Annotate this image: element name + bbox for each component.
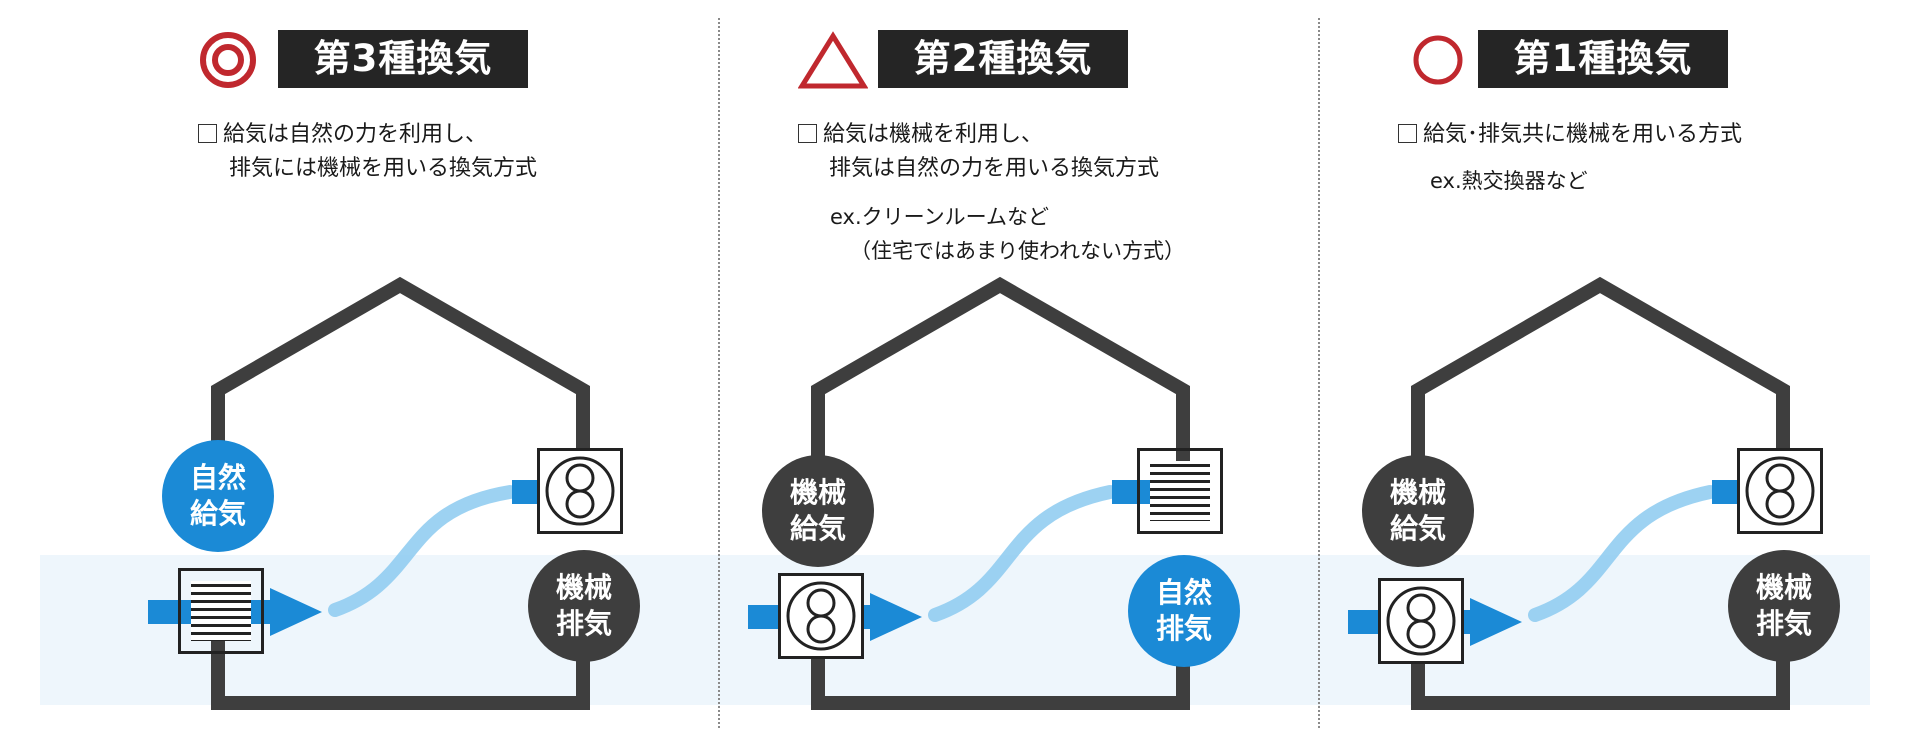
double-circle-icon <box>200 32 256 88</box>
exhaust-label-badge: 機械排気 <box>1728 550 1840 662</box>
light-blue-floor-band <box>40 555 1870 705</box>
example-text: ex.熱交換器など <box>1430 164 1588 198</box>
fan-vent-icon <box>537 448 623 534</box>
exhaust-label-badge: 自然排気 <box>1128 555 1240 667</box>
panel-divider <box>1318 18 1320 728</box>
panel-title: 第1種換気 <box>1478 30 1728 88</box>
panel-title: 第2種換気 <box>878 30 1128 88</box>
grille-vent-icon <box>1137 448 1223 534</box>
panel-description: 給気･排気共に機械を用いる方式 <box>1398 118 1742 152</box>
fan-vent-icon <box>1737 448 1823 534</box>
fan-vent-icon <box>778 573 864 659</box>
panel-type1-ventilation: 第1種換気 給気･排気共に機械を用いる方式 ex.熱交換器など 機械給気 機械排… <box>1200 0 1840 755</box>
description-line: 給気は自然の力を利用し、 <box>223 122 488 147</box>
exhaust-label-badge: 機械排気 <box>528 550 640 662</box>
panel-description: 給気は自然の力を利用し、 排気には機械を用いる換気方式 <box>198 118 537 186</box>
description-line: 排気は自然の力を用いる換気方式 <box>829 156 1160 181</box>
house-diagram <box>148 276 608 710</box>
checkbox-icon <box>198 124 217 143</box>
example-text: ex.クリーンルームなど （住宅ではあまり使われない方式） <box>830 200 1185 268</box>
checkbox-icon <box>1398 124 1417 143</box>
supply-label-badge: 機械給気 <box>1362 455 1474 567</box>
panel-type3-ventilation: 第3種換気 給気は自然の力を利用し、 排気には機械を用いる換気方式 自然給気 機… <box>0 0 640 755</box>
triangle-icon <box>798 31 868 89</box>
example-line: （住宅ではあまり使われない方式） <box>850 239 1185 263</box>
checkbox-icon <box>798 124 817 143</box>
house-diagram <box>748 276 1208 710</box>
circle-icon <box>1413 35 1463 85</box>
description-line: 給気は機械を利用し、 <box>823 122 1044 147</box>
airflow-curve <box>928 485 1117 622</box>
airflow-curve <box>1528 485 1717 622</box>
grille-vent-icon <box>178 568 264 654</box>
house-diagram <box>1348 276 1808 710</box>
fan-vent-icon <box>1378 578 1464 664</box>
example-line: ex.クリーンルームなど <box>830 205 1049 229</box>
example-line: ex.熱交換器など <box>1430 169 1588 193</box>
panel-description: 給気は機械を利用し、 排気は自然の力を用いる換気方式 <box>798 118 1159 186</box>
supply-label-badge: 自然給気 <box>162 440 274 552</box>
panel-title: 第3種換気 <box>278 30 528 88</box>
description-line: 給気･排気共に機械を用いる方式 <box>1423 122 1743 147</box>
airflow-curve <box>328 485 517 617</box>
description-line: 排気には機械を用いる換気方式 <box>229 156 538 181</box>
supply-label-badge: 機械給気 <box>762 455 874 567</box>
panel-type2-ventilation: 第2種換気 給気は機械を利用し、 排気は自然の力を用いる換気方式 ex.クリーン… <box>600 0 1240 755</box>
panel-divider <box>718 18 720 728</box>
